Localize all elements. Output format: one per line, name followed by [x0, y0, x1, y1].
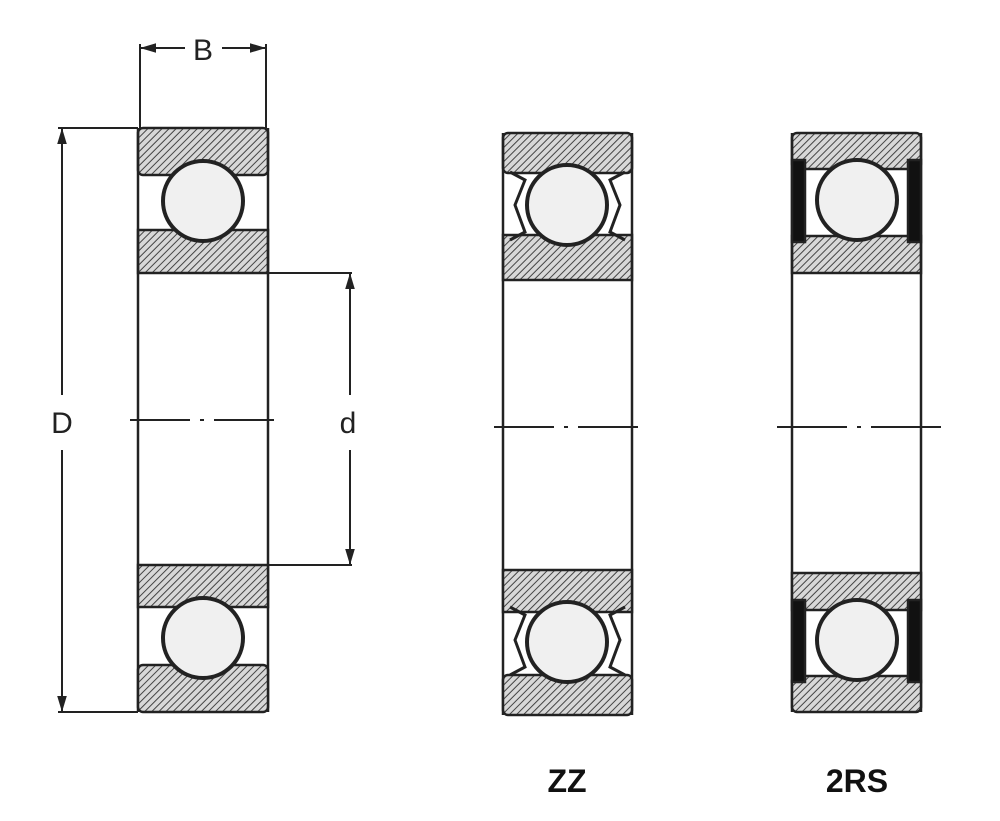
- rubber-seal-right: [906, 158, 923, 244]
- metal-shield-right: [608, 170, 626, 242]
- rubber-seal-left: [790, 158, 807, 244]
- width-dimension: [139, 43, 267, 128]
- 2rs-bearing: [790, 131, 923, 714]
- zz-caption: ZZ: [547, 763, 586, 799]
- ball-bottom: [161, 596, 245, 680]
- outer-diameter-dimension: [57, 127, 138, 713]
- outer-diameter-label: D: [51, 407, 73, 440]
- bore-diameter-dimension: [268, 272, 355, 566]
- ball-top: [161, 159, 245, 243]
- width-label: B: [193, 34, 213, 67]
- open-bearing: [136, 126, 270, 714]
- metal-shield-left: [509, 170, 527, 242]
- 2rs-caption: 2RS: [826, 763, 888, 799]
- zz-bearing: [501, 131, 634, 717]
- bore-diameter-label: d: [340, 407, 357, 440]
